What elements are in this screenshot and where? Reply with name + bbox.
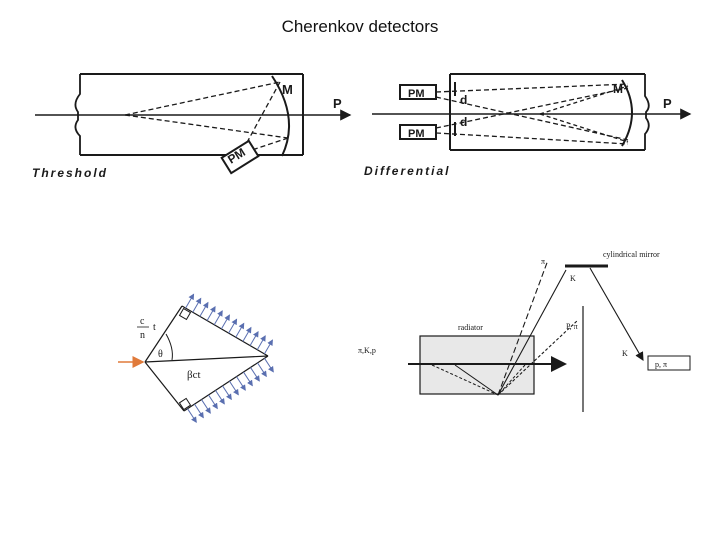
differential-mirror-label: M xyxy=(613,82,623,96)
lower-wave-arrow xyxy=(257,362,267,378)
n-label: n xyxy=(140,330,145,341)
differential-caption: Differential xyxy=(364,164,450,178)
upper-wave-arrow xyxy=(228,318,238,334)
pi-ray xyxy=(497,259,549,396)
lower-wave-arrow xyxy=(222,385,232,401)
upper-wave-arrow xyxy=(206,305,216,321)
threshold-caption: Threshold xyxy=(32,166,108,180)
readout-label: p, π xyxy=(655,360,667,369)
beta-ct-label: βct xyxy=(187,369,201,381)
upper-wave-arrow xyxy=(242,326,252,342)
differential-d-bottom-label: d xyxy=(460,115,467,129)
c-label: c xyxy=(140,316,145,327)
lower-wave-arrow xyxy=(236,376,246,391)
threshold-reflected-ray-2 xyxy=(251,137,289,151)
wave-arrows-group xyxy=(185,293,274,423)
lower-wave-arrow xyxy=(243,371,253,387)
lower-wave-arrow xyxy=(250,367,260,382)
cone-lower-radius xyxy=(144,361,185,412)
p-pi-ray xyxy=(497,319,579,396)
differential-ray-3 xyxy=(435,87,629,129)
differential-pm-bottom-label: PM xyxy=(408,128,425,140)
lower-wave-arrow xyxy=(201,399,211,414)
threshold-detector xyxy=(35,73,352,175)
threshold-particle-label: P xyxy=(333,96,342,111)
lower-wave-arrow xyxy=(215,390,225,405)
k-label: K xyxy=(570,274,576,283)
upper-wave-arrow xyxy=(256,335,266,351)
upper-wave-arrow xyxy=(249,330,259,346)
upper-wave-arrow xyxy=(192,297,202,313)
upper-wave-arrow xyxy=(235,322,245,338)
differential-detector xyxy=(372,73,692,151)
upper-wave-arrow xyxy=(220,314,230,330)
lower-wave-arrow xyxy=(264,358,274,373)
threshold-light-ray-lower xyxy=(124,114,289,139)
mirror-caption: cylindrical mirror xyxy=(603,250,660,259)
right-angle-lower xyxy=(178,397,192,411)
threshold-light-ray-upper xyxy=(124,81,281,116)
cone-axis xyxy=(144,355,269,363)
beam-caption: π,K,p xyxy=(358,346,376,355)
k-reflected-label: K xyxy=(622,349,628,358)
emission-ray-1 xyxy=(431,364,499,396)
differential-pm-bottom xyxy=(399,124,437,140)
cherenkov-cone xyxy=(118,293,274,423)
slide-title: Cherenkov detectors xyxy=(281,17,439,36)
threshold-entrance-window xyxy=(74,74,81,155)
upper-wave-arrow xyxy=(199,301,209,317)
differential-ray-1 xyxy=(435,83,629,93)
radiator-caption: radiator xyxy=(458,323,483,332)
right-angle-upper xyxy=(178,307,192,321)
lower-wave-arrow xyxy=(194,403,204,419)
lower-wave-arrow xyxy=(229,380,239,396)
differential-particle-label: P xyxy=(663,96,672,111)
threshold-pm-tube xyxy=(220,139,260,175)
threshold-mirror-label: M xyxy=(282,82,293,97)
lower-wave-arrow xyxy=(187,408,197,423)
t-label: t xyxy=(153,322,156,333)
emission-ray-3 xyxy=(497,364,526,396)
theta-arc xyxy=(165,333,173,361)
differential-d-top-label: d xyxy=(460,93,467,107)
p-pi-label: P, π xyxy=(566,322,578,331)
upper-wave-arrow xyxy=(263,339,273,355)
k-ray xyxy=(497,269,567,396)
upper-wave-arrow xyxy=(185,293,195,309)
theta-label: θ xyxy=(158,349,163,360)
cone-upper-radius xyxy=(144,305,183,363)
differential-ray-4 xyxy=(435,132,629,145)
rich-detector xyxy=(408,259,691,412)
differential-ray-5 xyxy=(539,85,629,115)
pi-label: π xyxy=(541,257,545,266)
differential-exit-window xyxy=(644,74,650,150)
differential-ray-6 xyxy=(539,113,629,143)
lower-wave-arrow xyxy=(208,394,218,410)
upper-wave-arrow xyxy=(213,310,223,326)
emission-ray-2 xyxy=(454,364,499,396)
differential-mirror xyxy=(621,79,633,147)
wavefront-upper xyxy=(181,305,269,357)
readout-box xyxy=(647,355,691,371)
wavefront-lower xyxy=(183,355,269,412)
threshold-mirror xyxy=(271,75,291,157)
reflected-ray xyxy=(589,267,644,361)
threshold-reflected-ray-1 xyxy=(244,81,281,147)
differential-ray-2 xyxy=(435,96,629,141)
differential-pm-top-label: PM xyxy=(408,88,425,100)
